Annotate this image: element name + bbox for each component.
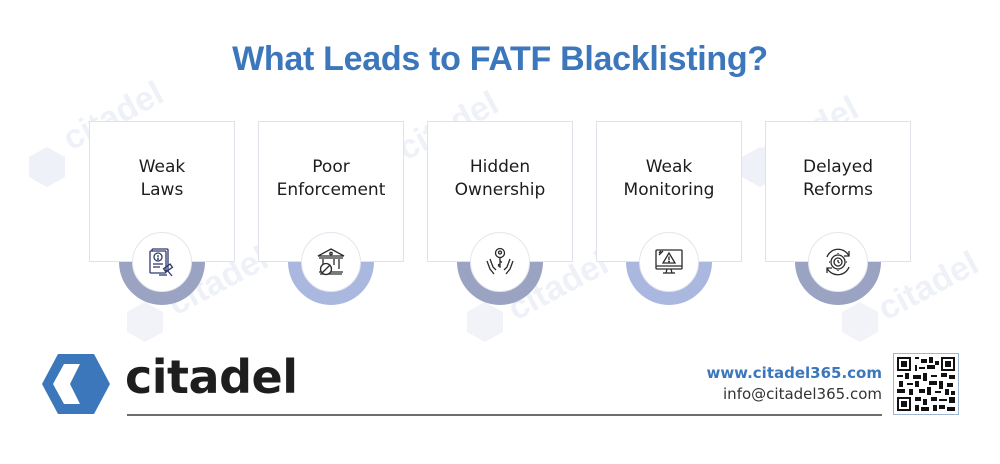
website-link[interactable]: www.citadel365.com (706, 364, 882, 382)
monitor-warning-icon (655, 249, 683, 274)
legal-document-gavel-icon (149, 248, 174, 277)
watermark-logo-icon (127, 302, 163, 342)
qr-code-icon (893, 353, 959, 415)
card-icon-badge (808, 232, 868, 292)
card-icon-badge (470, 232, 530, 292)
email-link[interactable]: info@citadel365.com (723, 385, 882, 403)
watermark-logo-icon (467, 302, 503, 342)
card-icon-badge (639, 232, 699, 292)
watermark-logo-icon (29, 147, 65, 187)
citadel-logo-icon (42, 354, 110, 414)
card-icon-badge (132, 232, 192, 292)
gear-clock-cycle-icon (826, 248, 850, 276)
watermark-logo-icon (842, 302, 878, 342)
card-icon-badge (301, 232, 361, 292)
citadel-logo-text: citadel (125, 350, 298, 404)
bank-prohibited-icon (317, 248, 345, 276)
page-title: What Leads to FATF Blacklisting? (232, 40, 768, 78)
hands-key-icon (486, 247, 514, 275)
footer-divider (127, 414, 882, 416)
